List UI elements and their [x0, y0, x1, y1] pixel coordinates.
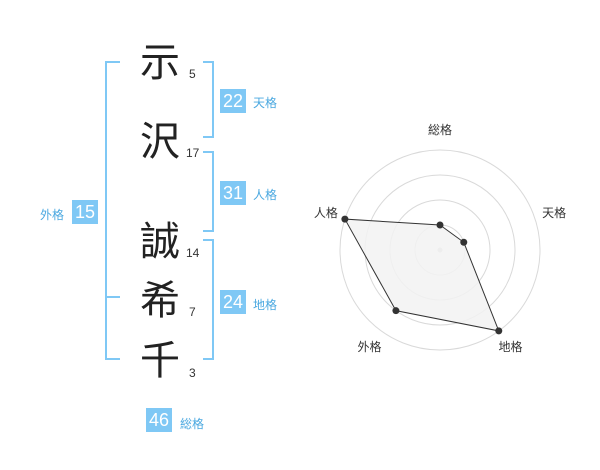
kanji-1: 示: [140, 40, 180, 86]
tenkaku-badge: 22: [220, 89, 247, 113]
chikaku-badge: 24: [220, 290, 247, 314]
stroke-count-3: 14: [186, 246, 200, 260]
bracket-tenkaku: [203, 61, 214, 138]
radar-axis-label-4: 人格: [314, 205, 338, 220]
bracket-gaikaku: [105, 61, 120, 360]
radar-axis-label-3: 外格: [357, 339, 381, 354]
radar-ring-4: [339, 149, 541, 351]
gaikaku-label: 外格: [40, 208, 65, 222]
radar-point-4: [341, 215, 349, 223]
radar-point-3: [392, 307, 400, 315]
radar-axis-label-0: 総格: [428, 122, 452, 137]
radar-point-0: [436, 221, 444, 229]
bracket-jinkaku: [203, 151, 214, 232]
jinkaku-label: 人格: [253, 188, 278, 202]
tenkaku-label: 天格: [253, 96, 278, 110]
radar-axis-label-1: 天格: [542, 205, 566, 220]
radar-point-2: [495, 327, 503, 335]
bracket-chikaku: [203, 239, 214, 360]
gaikaku-badge: 15: [72, 200, 99, 224]
radar-axis-label-2: 地格: [499, 339, 523, 354]
jinkaku-badge: 31: [220, 181, 247, 205]
stroke-count-2: 17: [186, 146, 200, 160]
soukaku-label: 総格: [180, 417, 205, 431]
kanji-4: 希: [140, 278, 180, 324]
radar-area: [344, 218, 500, 332]
stroke-count-5: 3: [189, 366, 196, 380]
stroke-count-4: 7: [189, 305, 196, 319]
radar-points: [341, 215, 503, 335]
chikaku-label: 地格: [253, 298, 278, 312]
kanji-2: 沢: [140, 119, 180, 165]
stroke-count-1: 5: [189, 67, 196, 81]
kanji-3: 誠: [140, 219, 180, 265]
radar-point-1: [460, 238, 468, 246]
kanji-5: 千: [140, 338, 180, 384]
soukaku-badge: 46: [146, 408, 173, 432]
